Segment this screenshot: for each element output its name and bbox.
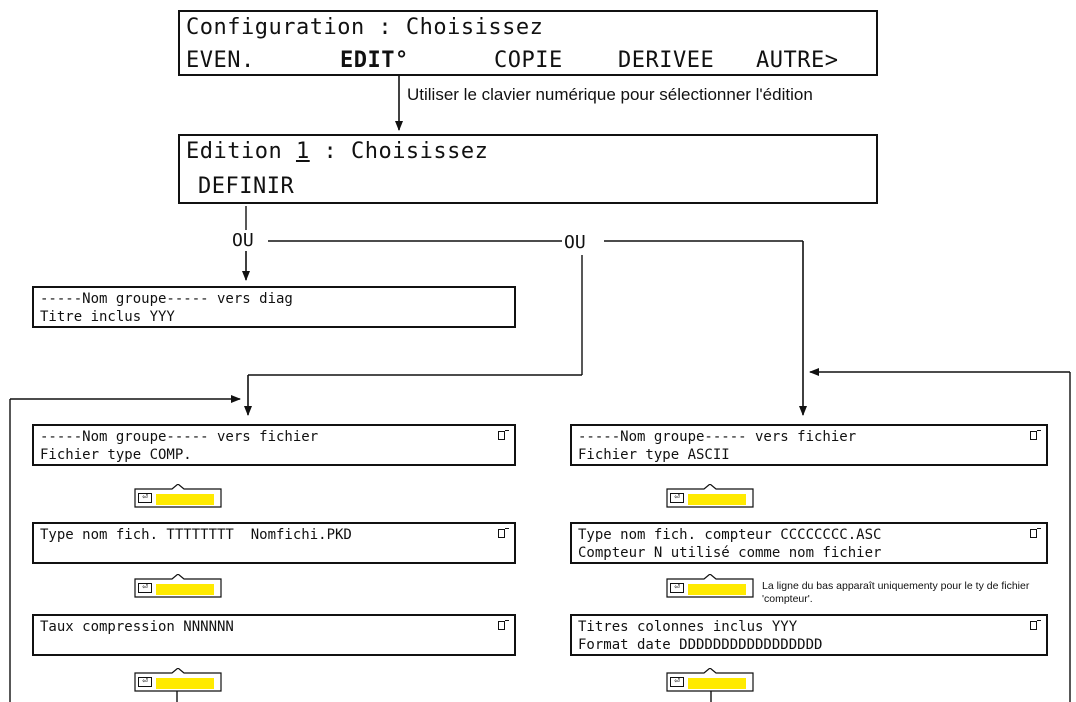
keyboard-enter-key-icon: ⏎: [138, 493, 152, 503]
ascii-box-1-line-2: Fichier type ASCII: [578, 447, 730, 463]
softkey-derivee[interactable]: DERIVEE: [618, 48, 715, 73]
comp-box-2: Type nom fich. TTTTTTTT Nomfichi.PKD: [32, 522, 516, 564]
edition-box: Edition 1 : Choisissez DEFINIR: [178, 134, 878, 204]
ascii-box-2-line-1: Type nom fich. compteur CCCCCCCC.ASC: [578, 527, 882, 543]
diag-line-2: Titre inclus YYY: [40, 309, 175, 325]
ascii-box-3: Titres colonnes inclus YYY Format date D…: [570, 614, 1048, 656]
softkey-even[interactable]: EVEN.: [186, 48, 255, 73]
comp-box-2-line-1: Type nom fich. TTTTTTTT Nomfichi.PKD: [40, 527, 352, 543]
comp-box-1-line-2: Fichier type COMP.: [40, 447, 192, 463]
file-icon: [498, 528, 509, 538]
edition-number[interactable]: 1: [295, 139, 310, 164]
file-icon: [1030, 430, 1041, 440]
key-highlight: [156, 494, 214, 505]
key-highlight: [156, 584, 214, 595]
edition-prefix: Edition: [186, 139, 296, 164]
keyboard-enter-key-icon: ⏎: [670, 583, 684, 593]
ascii-box-3-line-2: Format date DDDDDDDDDDDDDDDDD: [578, 637, 823, 653]
footnote-counter: La ligne du bas apparaît uniquementy pou…: [762, 580, 1030, 605]
ascii-box-2-line-2: Compteur N utilisé comme nom fichier: [578, 545, 882, 561]
edition-title: Edition 1 : Choisissez: [186, 139, 488, 164]
keyboard-enter-key-icon: ⏎: [670, 493, 684, 503]
config-title: Configuration : Choisissez: [186, 15, 544, 40]
ascii-box-1: -----Nom groupe----- vers fichier Fichie…: [570, 424, 1048, 466]
key-highlight: [688, 584, 746, 595]
softkey-definir[interactable]: DEFINIR: [198, 174, 295, 199]
keyboard-enter-key-icon: ⏎: [138, 677, 152, 687]
enter-key[interactable]: ⏎: [134, 574, 222, 598]
edition-suffix: : Choisissez: [309, 139, 489, 164]
key-highlight: [688, 678, 746, 689]
enter-key[interactable]: ⏎: [666, 668, 754, 692]
diag-box: -----Nom groupe----- vers diag Titre inc…: [32, 286, 516, 328]
keyboard-enter-key-icon: ⏎: [138, 583, 152, 593]
ascii-box-2: Type nom fich. compteur CCCCCCCC.ASC Com…: [570, 522, 1048, 564]
comp-box-3-line-1: Taux compression NNNNNN: [40, 619, 234, 635]
ascii-box-1-line-1: -----Nom groupe----- vers fichier: [578, 429, 857, 445]
softkey-autre[interactable]: AUTRE>: [756, 48, 839, 73]
config-box: Configuration : Choisissez EVEN. EDIT° C…: [178, 10, 878, 76]
softkey-edit[interactable]: EDIT°: [340, 48, 409, 73]
note-numeric-keypad: Utiliser le clavier numérique pour sélec…: [407, 85, 813, 104]
key-highlight: [156, 678, 214, 689]
comp-box-3: Taux compression NNNNNN: [32, 614, 516, 656]
ascii-box-3-line-1: Titres colonnes inclus YYY: [578, 619, 798, 635]
softkey-copie[interactable]: COPIE: [494, 48, 563, 73]
file-icon: [498, 430, 509, 440]
enter-key[interactable]: ⏎: [666, 574, 754, 598]
note-line-1: Utiliser le clavier numérique pour sélec…: [407, 82, 887, 108]
comp-box-1-line-1: -----Nom groupe----- vers fichier: [40, 429, 319, 445]
file-icon: [498, 620, 509, 630]
enter-key[interactable]: ⏎: [134, 668, 222, 692]
diag-line-1: -----Nom groupe----- vers diag: [40, 291, 293, 307]
or-label-middle: OU: [562, 232, 588, 253]
key-highlight: [688, 494, 746, 505]
file-icon: [1030, 528, 1041, 538]
enter-key[interactable]: ⏎: [134, 484, 222, 508]
comp-box-1: -----Nom groupe----- vers fichier Fichie…: [32, 424, 516, 466]
or-label-left: OU: [230, 230, 256, 251]
file-icon: [1030, 620, 1041, 630]
enter-key[interactable]: ⏎: [666, 484, 754, 508]
keyboard-enter-key-icon: ⏎: [670, 677, 684, 687]
